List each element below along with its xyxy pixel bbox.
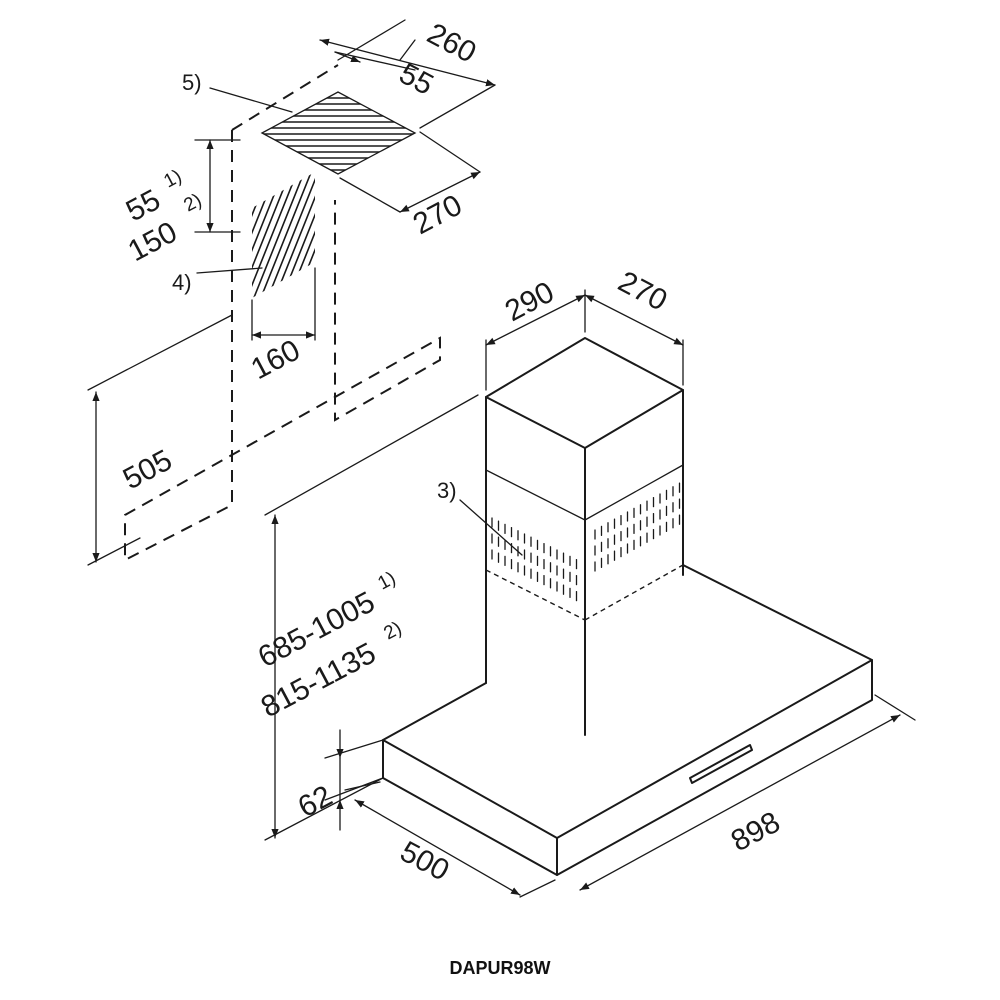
dim-chimney-width: 290 (500, 276, 560, 329)
dim-total-height-b-ref: 2) (380, 618, 405, 644)
dim-top-inner: 55 (394, 57, 439, 102)
dim-mount-height: 505 (118, 444, 178, 497)
callout-4: 4) (172, 270, 192, 295)
dim-chimney-depth: 270 (613, 265, 673, 318)
chimney (485, 337, 684, 736)
side-outlet-hatch (252, 172, 315, 298)
dim-side-offset-a-ref: 1) (160, 166, 185, 192)
top-dimension-lines (87, 19, 523, 566)
model-label: DAPUR98W (449, 958, 551, 978)
dim-canopy-height: 62 (293, 779, 338, 824)
dim-canopy-depth: 500 (395, 835, 455, 888)
canopy (382, 564, 873, 876)
dim-top-width: 260 (422, 17, 482, 70)
dim-side-offset-b: 150 (123, 216, 183, 269)
dim-side-offset-b-ref: 2) (180, 190, 205, 216)
callout-5: 5) (182, 70, 202, 95)
dim-side-width: 160 (246, 334, 306, 387)
top-outlet-hatch (260, 91, 417, 175)
callout-3: 3) (437, 478, 457, 503)
dim-top-depth: 270 (408, 189, 468, 242)
lower-dimension-lines (264, 289, 916, 898)
dim-canopy-width: 898 (726, 806, 786, 859)
dim-total-height-a-ref: 1) (374, 568, 399, 594)
